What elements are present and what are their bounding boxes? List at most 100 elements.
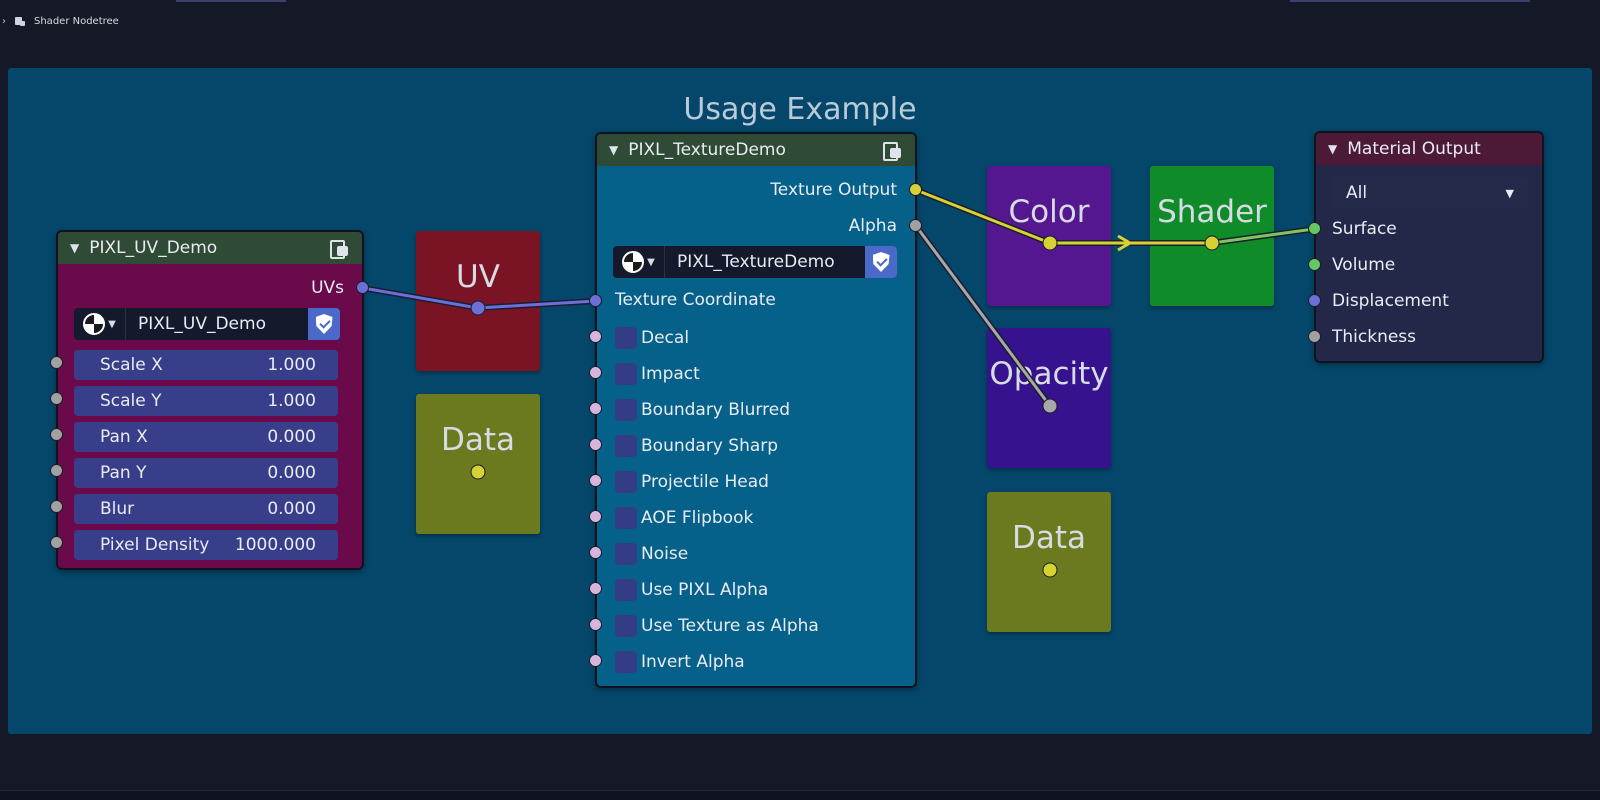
socket-input-invert-alpha[interactable] [589, 654, 602, 667]
target-select[interactable]: All ▼ [1332, 177, 1528, 209]
input-label-displacement: Displacement [1332, 291, 1449, 311]
node-header[interactable]: ▼ PIXL_UV_Demo [58, 232, 362, 264]
chevron-down-icon[interactable]: ▼ [1328, 142, 1338, 156]
socket-input-use-pixl-alpha[interactable] [589, 582, 602, 595]
reroute-label-opacity-text: Opacity [989, 356, 1109, 392]
socket-output-alpha[interactable] [909, 219, 922, 232]
socket-input-blur[interactable] [50, 500, 63, 513]
chevron-down-icon: ▼ [1505, 186, 1514, 200]
field-value: 0.000 [267, 463, 316, 483]
breadcrumb-shader-nodetree[interactable]: Shader Nodetree [34, 15, 119, 27]
chevron-down-icon[interactable]: ▼ [609, 143, 619, 157]
node-pixl-texture-demo[interactable]: ▼ PIXL_TextureDemo Texture Output Alpha … [595, 132, 917, 688]
field-value: 1.000 [267, 391, 316, 411]
socket-input-surface[interactable] [1308, 222, 1321, 235]
socket-output-texture-output[interactable] [909, 183, 922, 196]
input-label-volume: Volume [1332, 255, 1396, 275]
socket-input-boundary-sharp[interactable] [589, 438, 602, 451]
reroute-label-color-text: Color [1008, 194, 1090, 230]
datablock-selector[interactable]: ▼ PIXL_UV_Demo [74, 308, 340, 340]
socket-input-boundary-blurred[interactable] [589, 402, 602, 415]
socket-input-noise[interactable] [589, 546, 602, 559]
field-label: Pan X [100, 427, 148, 447]
node-title: PIXL_TextureDemo [628, 140, 786, 160]
checkbox-projectile-head[interactable] [615, 471, 637, 493]
checkbox-noise[interactable] [615, 543, 637, 565]
socket-input-volume[interactable] [1308, 258, 1321, 271]
checkbox-boundary-sharp[interactable] [615, 435, 637, 457]
socket-input-pixel-density[interactable] [50, 536, 63, 549]
node-group-icon[interactable] [881, 141, 903, 161]
datablock-selector[interactable]: ▼ PIXL_TextureDemo [613, 246, 897, 278]
fake-user-button[interactable] [865, 246, 897, 278]
output-label-texture-output: Texture Output [770, 180, 897, 200]
checkbox-decal[interactable] [615, 327, 637, 349]
datablock-browse[interactable]: ▼ [613, 246, 665, 278]
toggle-label-use-pixl-alpha: Use PIXL Alpha [641, 580, 769, 600]
reroute-label-opacity[interactable]: Opacity [987, 328, 1111, 468]
datablock-name[interactable]: PIXL_TextureDemo [677, 252, 835, 272]
datablock-browse[interactable]: ▼ [74, 308, 126, 340]
output-label-alpha: Alpha [848, 216, 897, 236]
socket-input-projectile-head[interactable] [589, 474, 602, 487]
input-label-texture-coordinate: Texture Coordinate [615, 290, 776, 310]
socket-input-scale-x[interactable] [50, 356, 63, 369]
node-pixl-uv-demo[interactable]: ▼ PIXL_UV_Demo UVs ▼ PIXL_UV_Demo Scale … [56, 230, 364, 570]
toggle-label-boundary-sharp: Boundary Sharp [641, 436, 779, 456]
field-value: 1000.000 [234, 535, 316, 555]
field-pan-x[interactable]: Pan X 0.000 [74, 422, 338, 452]
field-value: 1.000 [267, 355, 316, 375]
toggle-label-impact: Impact [641, 364, 700, 384]
toggle-label-boundary-blurred: Boundary Blurred [641, 400, 790, 420]
socket-input-decal[interactable] [589, 330, 602, 343]
reroute-label-color[interactable]: Color [987, 166, 1111, 306]
node-header[interactable]: ▼ Material Output [1316, 133, 1542, 165]
toggle-label-noise: Noise [641, 544, 689, 564]
socket-input-use-texture-as-alpha[interactable] [589, 618, 602, 631]
chevron-right-icon[interactable]: › [2, 15, 6, 27]
node-material-output[interactable]: ▼ Material Output Surface Volume Displac… [1314, 131, 1544, 363]
socket-input-thickness[interactable] [1308, 330, 1321, 343]
datablock-name[interactable]: PIXL_UV_Demo [138, 314, 266, 334]
fake-user-button[interactable] [308, 308, 340, 340]
reroute-label-data-2[interactable]: Data [987, 492, 1111, 632]
field-label: Blur [100, 499, 135, 519]
socket-input-pan-y[interactable] [50, 464, 63, 477]
field-label: Scale Y [100, 391, 162, 411]
field-label: Pan Y [100, 463, 147, 483]
field-pan-y[interactable]: Pan Y 0.000 [74, 458, 338, 488]
reroute-label-shader-text: Shader [1157, 194, 1267, 230]
field-blur[interactable]: Blur 0.000 [74, 494, 338, 524]
reroute-label-uv[interactable]: UV [416, 231, 540, 371]
checkbox-invert-alpha[interactable] [615, 651, 637, 673]
field-value: 0.000 [267, 427, 316, 447]
checkbox-impact[interactable] [615, 363, 637, 385]
node-title: Material Output [1347, 139, 1481, 159]
checkbox-boundary-blurred[interactable] [615, 399, 637, 421]
material-ball-icon [622, 251, 645, 273]
node-header[interactable]: ▼ PIXL_TextureDemo [597, 134, 915, 166]
toggle-label-invert-alpha: Invert Alpha [641, 652, 745, 672]
socket-input-pan-x[interactable] [50, 428, 63, 441]
editor-header: › Shader Nodetree [0, 0, 1600, 42]
node-tree-icon [14, 16, 26, 27]
field-label: Scale X [100, 355, 163, 375]
chevron-down-icon[interactable]: ▼ [70, 241, 80, 255]
checkbox-aoe-flipbook[interactable] [615, 507, 637, 529]
field-scale-y[interactable]: Scale Y 1.000 [74, 386, 338, 416]
checkbox-use-pixl-alpha[interactable] [615, 579, 637, 601]
socket-input-impact[interactable] [589, 366, 602, 379]
reroute-label-data-1[interactable]: Data [416, 394, 540, 534]
socket-output-uvs[interactable] [356, 281, 369, 294]
checkbox-use-texture-as-alpha[interactable] [615, 615, 637, 637]
chevron-down-icon: ▼ [108, 318, 116, 330]
field-value: 0.000 [267, 499, 316, 519]
socket-input-texture-coordinate[interactable] [589, 294, 602, 307]
reroute-label-shader[interactable]: Shader [1150, 166, 1274, 306]
node-group-icon[interactable] [328, 239, 350, 259]
socket-input-scale-y[interactable] [50, 392, 63, 405]
socket-input-aoe-flipbook[interactable] [589, 510, 602, 523]
field-scale-x[interactable]: Scale X 1.000 [74, 350, 338, 380]
socket-input-displacement[interactable] [1308, 294, 1321, 307]
